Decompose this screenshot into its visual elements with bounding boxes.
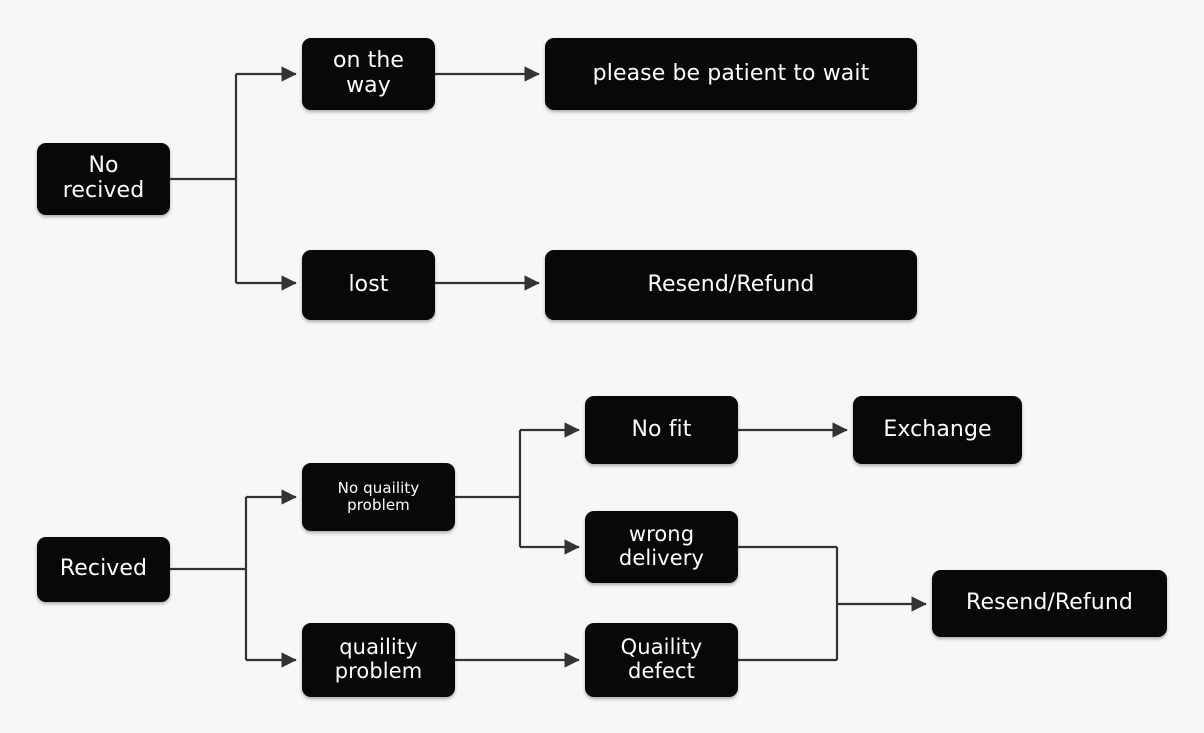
node-quaility-defect[interactable]: Quaility defect: [585, 623, 738, 697]
node-no-recived[interactable]: No recived: [37, 143, 170, 215]
node-please-be-patient-to-wait[interactable]: please be patient to wait: [545, 38, 917, 110]
node-exchange[interactable]: Exchange: [853, 396, 1022, 464]
node-quaility-problem[interactable]: quaility problem: [302, 623, 455, 697]
node-no-fit[interactable]: No fit: [585, 396, 738, 464]
node-resend-refund-top[interactable]: Resend/Refund: [545, 250, 917, 320]
node-wrong-delivery[interactable]: wrong delivery: [585, 511, 738, 583]
node-no-quaility-problem[interactable]: No quaility problem: [302, 463, 455, 531]
node-lost[interactable]: lost: [302, 250, 435, 320]
node-resend-refund-bottom[interactable]: Resend/Refund: [932, 570, 1167, 637]
node-on-the-way[interactable]: on the way: [302, 38, 435, 110]
node-recived[interactable]: Recived: [37, 537, 170, 602]
